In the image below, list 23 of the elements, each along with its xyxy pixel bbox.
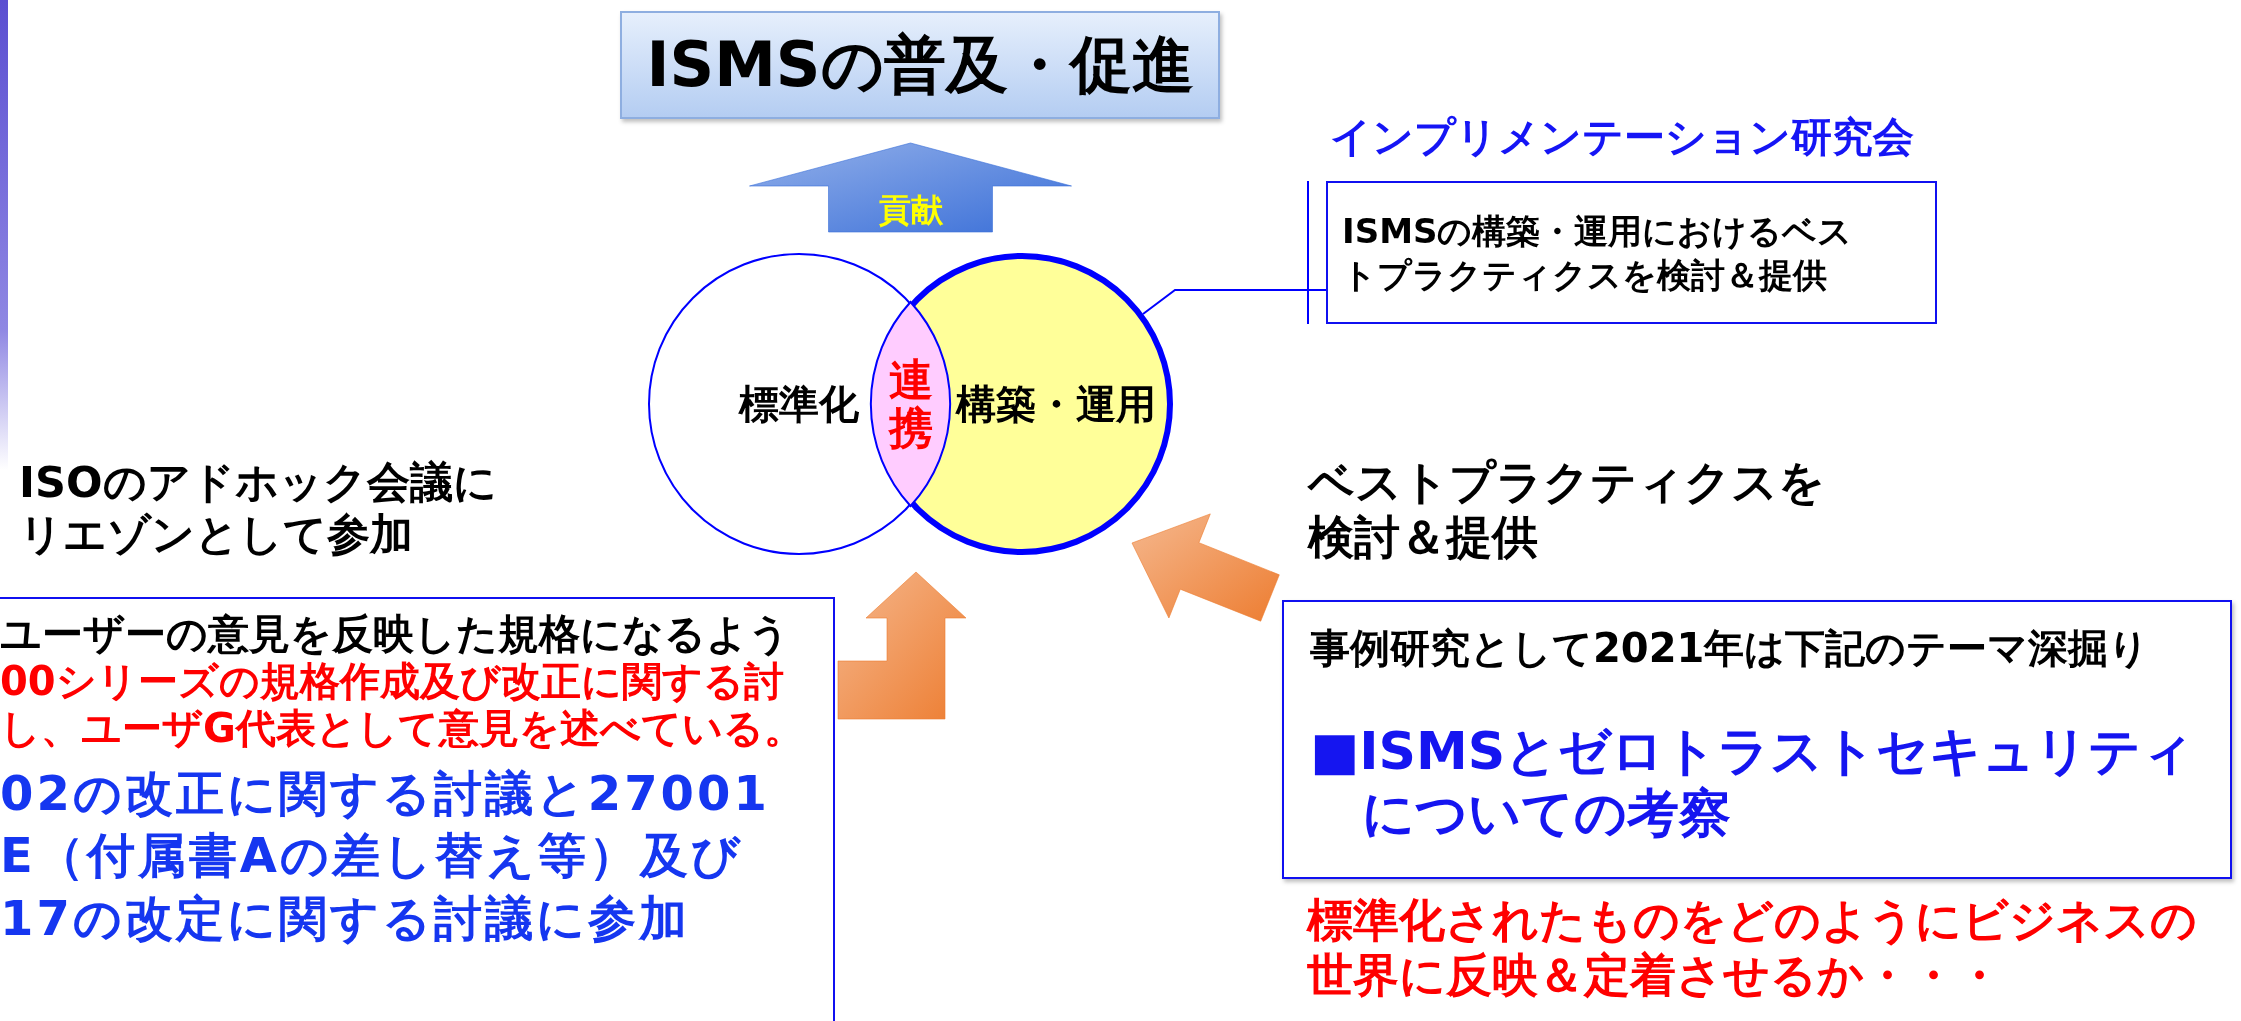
title-box	[620, 11, 1220, 119]
body-text: 事例研究として2021年は下記のテーマ深掘り	[1310, 624, 2151, 672]
body-text: ISMSの構築・運用におけるベストプラクティクスを検討＆提供	[1342, 210, 1854, 298]
circle-label: 標準化	[739, 379, 859, 429]
overlap-label: 連携	[888, 355, 933, 453]
body-text: し、ユーザG代表として意見を述べている。	[0, 704, 805, 752]
panel-heading: ISOのアドホック会議にリエゾンとして参加	[19, 457, 498, 561]
panel-heading: ベストプラクティクスを検討＆提供	[1308, 455, 1826, 566]
body-text: 00シリーズの規格作成及び改正に関する討	[0, 658, 785, 705]
body-text: 02の改正に関する討議と27001	[0, 763, 771, 823]
block-arrow	[1131, 513, 1280, 622]
title-text: ISMSの普及・促進	[646, 27, 1194, 103]
note-text: 標準化されたものをどのようにビジネスの世界に反映＆定着させるか・・・	[1307, 893, 2198, 1004]
bullet-text: ■ISMSとゼロトラストセキュリティについての考察	[1310, 720, 2196, 845]
block-arrow	[837, 571, 967, 720]
body-text: ユーザーの意見を反映した規格になるよう	[0, 611, 791, 659]
body-text: E（付属書Aの差し替え等）及び	[0, 826, 744, 886]
leader-line	[1142, 289, 1327, 315]
panel-heading: インプリメンテーション研究会	[1330, 113, 1915, 163]
block-arrow	[749, 142, 1072, 233]
edge-label: 貢献	[878, 190, 943, 231]
body-text: 17の改定に関する討議に参加	[0, 888, 691, 948]
circle-label: 構築・運用	[956, 379, 1156, 429]
